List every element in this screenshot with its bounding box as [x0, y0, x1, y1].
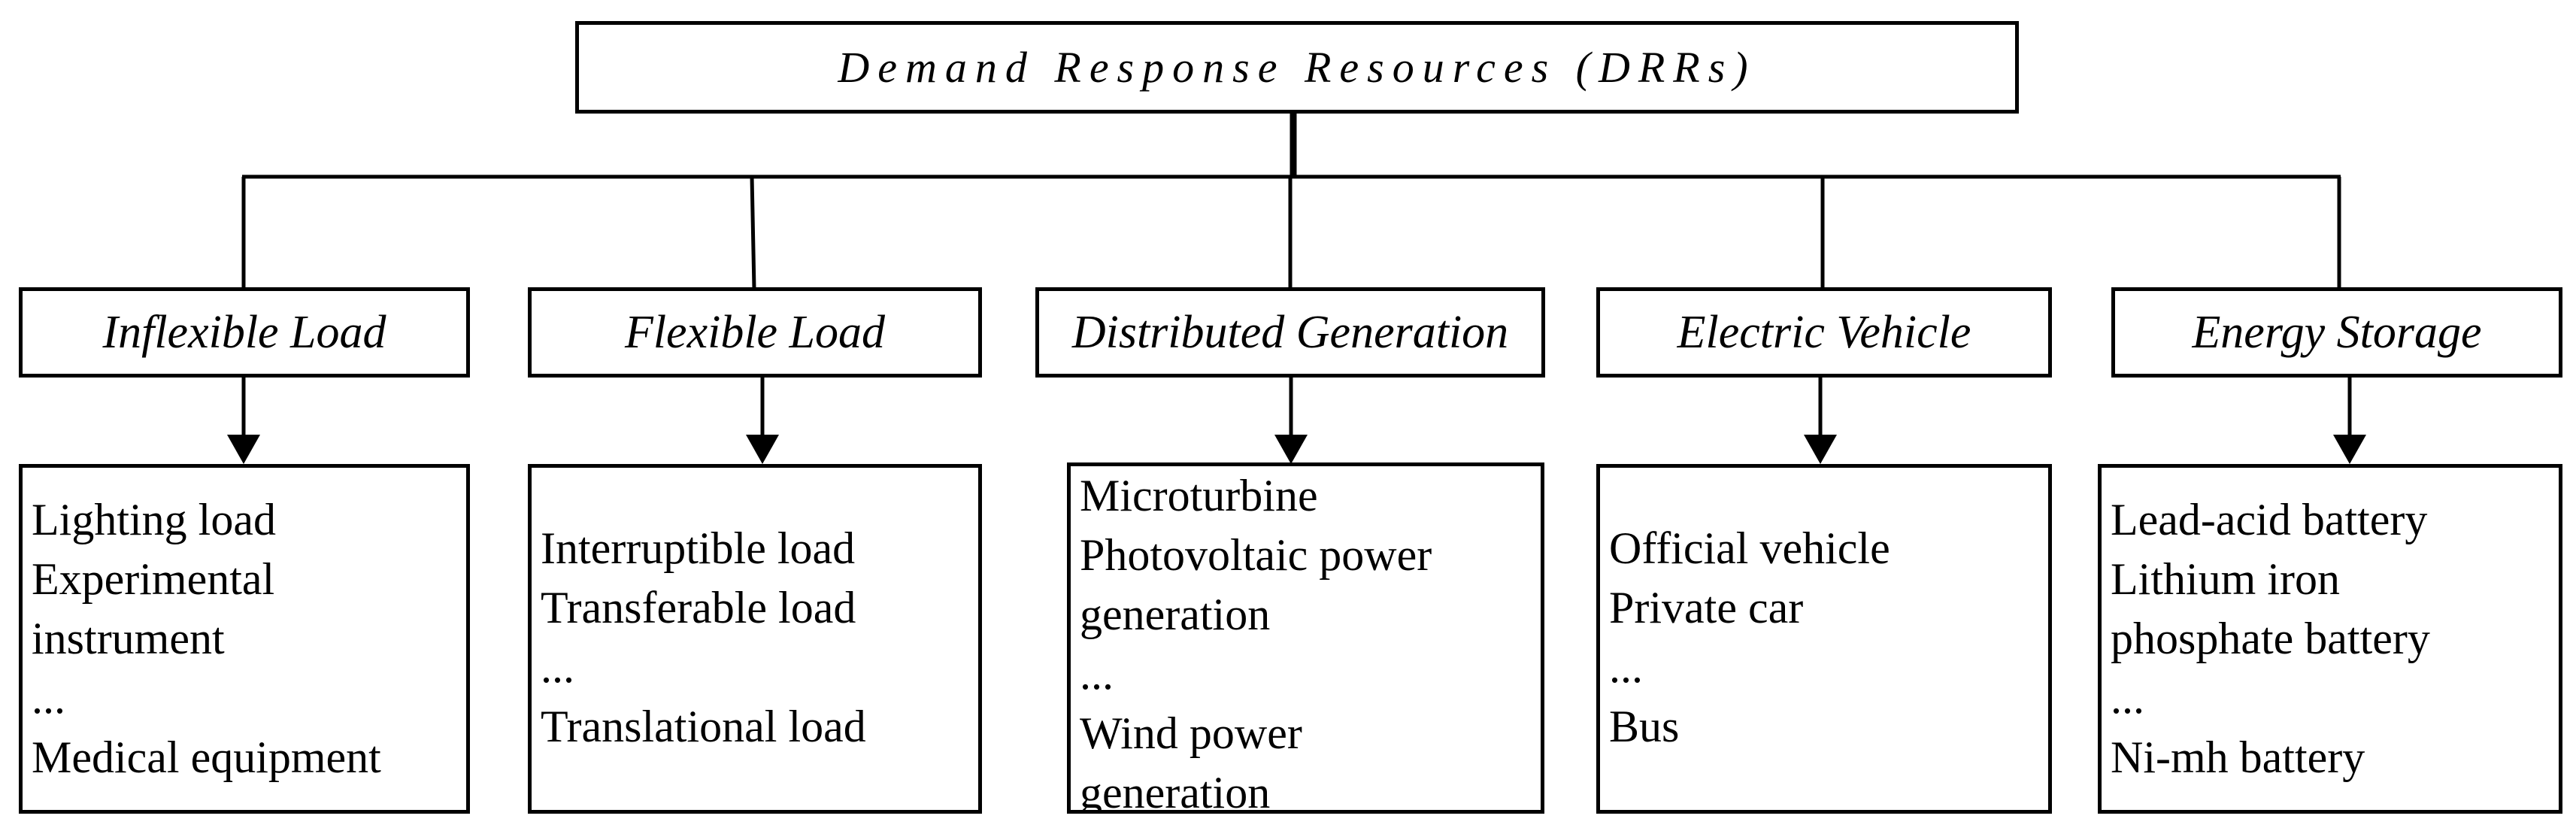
- list-item: Translational load: [541, 702, 866, 751]
- list-item: generation: [1080, 590, 1271, 639]
- category-inflexible-load: Inflexible Load: [19, 287, 470, 378]
- list-item: Wind power: [1080, 708, 1302, 758]
- items-distributed-generation: Microturbine Photovoltaic power generati…: [1067, 462, 1544, 814]
- category-energy-storage: Energy Storage: [2111, 287, 2562, 378]
- list-item: Official vehicle: [1609, 523, 1890, 573]
- category-label: Flexible Load: [624, 306, 886, 358]
- items-flexible-load: Interruptible load Transferable load ...…: [528, 464, 982, 814]
- list-item: Lighting load: [32, 495, 276, 544]
- arrow-flexible-load: [746, 435, 779, 464]
- list-item: Photovoltaic power: [1080, 530, 1432, 580]
- list-item: Medical equipment: [32, 732, 381, 782]
- list-item: ...: [32, 673, 65, 723]
- category-flexible-load: Flexible Load: [528, 287, 982, 378]
- list-item: Ni-mh battery: [2111, 732, 2365, 782]
- items-energy-storage: Lead-acid battery Lithium iron phosphate…: [2098, 464, 2562, 814]
- list-item: Private car: [1609, 583, 1804, 632]
- category-label: Distributed Generation: [1071, 306, 1509, 358]
- arrow-inflexible-load: [227, 435, 260, 464]
- list-item: ...: [1080, 649, 1114, 699]
- arrows: [227, 378, 2366, 464]
- list-item: phosphate battery: [2111, 614, 2430, 663]
- list-item: Lithium iron: [2111, 554, 2340, 604]
- category-label: Electric Vehicle: [1677, 306, 1971, 358]
- list-item: Interruptible load: [541, 523, 856, 573]
- list-item: ...: [1609, 642, 1643, 692]
- arrow-energy-storage: [2333, 435, 2366, 464]
- list-item: Experimental: [32, 554, 275, 604]
- category-label: Inflexible Load: [102, 306, 386, 358]
- arrow-distributed-generation: [1274, 435, 1308, 464]
- category-distributed-generation: Distributed Generation: [1035, 287, 1545, 378]
- list-item: Bus: [1609, 702, 1680, 751]
- root-title: Demand Response Resources (DRRs): [838, 43, 1756, 92]
- drop-flexible-load: [750, 176, 756, 290]
- items-electric-vehicle: Official vehicle Private car ... Bus: [1596, 464, 2052, 814]
- list-item: Microturbine: [1080, 471, 1318, 520]
- list-item: ...: [2111, 673, 2144, 723]
- list-item: ...: [541, 642, 574, 692]
- list-item: generation: [1080, 768, 1271, 814]
- list-item: Lead-acid battery: [2111, 495, 2428, 544]
- list-item: Transferable load: [541, 583, 856, 632]
- category-electric-vehicle: Electric Vehicle: [1596, 287, 2052, 378]
- arrow-electric-vehicle: [1804, 435, 1837, 464]
- category-label: Energy Storage: [2192, 306, 2482, 358]
- root-node: Demand Response Resources (DRRs): [575, 21, 2019, 114]
- items-inflexible-load: Lighting load Experimental instrument ..…: [19, 464, 470, 814]
- list-item: instrument: [32, 614, 225, 663]
